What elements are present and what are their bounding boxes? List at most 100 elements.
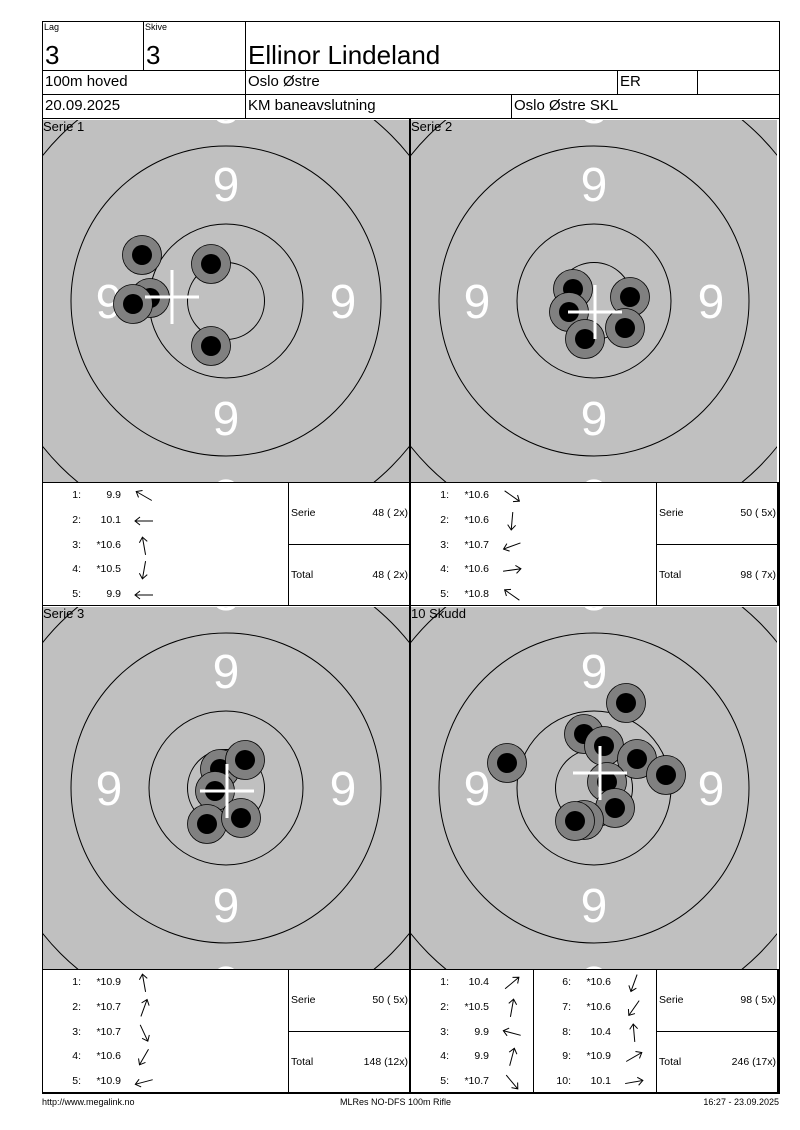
ring-label-9: 9 [698, 763, 725, 816]
class: 100m hoved [45, 73, 128, 90]
shot-score: *10.6 [586, 976, 611, 988]
shot-number: 4: [72, 1050, 81, 1063]
lag-value: 3 [45, 40, 60, 70]
shot-number: 4: [440, 563, 449, 576]
shot-number: 6: [562, 976, 571, 988]
total-summary-label: Total [659, 1056, 682, 1068]
ring-9 [438, 632, 750, 944]
shot-number: 2: [72, 513, 81, 526]
ring-label-8: 8 [581, 120, 608, 134]
shot-hole [187, 804, 227, 844]
total-summary-label: Total [291, 569, 314, 581]
code-cell: ER [617, 70, 698, 95]
lag-label: Lag [44, 22, 60, 32]
ring-label-9: 9 [213, 646, 240, 699]
direction-arrow-icon [508, 998, 518, 1017]
date-cell: 20.09.2025 [42, 94, 246, 119]
target-face: 999988 [43, 607, 409, 969]
serie-summary-label: Serie [659, 994, 684, 1006]
shot-number: 2: [440, 513, 449, 526]
group-center-crosshair [145, 270, 199, 324]
shot-score: *10.6 [586, 1000, 611, 1013]
ring-label-8: 8 [213, 471, 240, 482]
target-panel: 999988Serie 1 [43, 120, 409, 482]
target-panel: 99998810 Skudd [411, 607, 777, 969]
shot-hole [646, 755, 686, 795]
shot-row: 4:*10.6 [44, 1049, 166, 1066]
ring-label-9: 9 [698, 276, 725, 329]
shot-number: 3: [72, 538, 81, 551]
shot-number: 1: [72, 976, 81, 988]
shot-number: 3: [440, 1025, 449, 1038]
ring-label-8: 8 [581, 471, 608, 482]
shot-number: 5: [440, 1075, 449, 1087]
shot-hole [595, 788, 635, 828]
shot-row: 4:*10.5 [44, 561, 166, 580]
shot-row: 5:*10.7 [412, 1074, 534, 1090]
direction-arrow-icon [140, 998, 150, 1017]
serie-summary-label: Serie [291, 994, 316, 1006]
direction-arrow-icon [504, 490, 521, 503]
ring-label-9: 9 [96, 763, 123, 816]
direction-arrow-icon [134, 516, 153, 526]
shot-number: 2: [72, 1000, 81, 1013]
panel-title: 10 Skudd [411, 607, 466, 621]
panel-title: Serie 1 [43, 120, 85, 134]
ring-label-8: 8 [581, 958, 608, 969]
lag-cell: Lag 3 [42, 21, 144, 71]
direction-arrow-icon [625, 1051, 643, 1063]
shot-score: 10.1 [100, 513, 121, 526]
footer-link[interactable]: http://www.megalink.no [42, 1097, 135, 1107]
skive-cell: Skive 3 [143, 21, 246, 71]
shot-hole [606, 683, 646, 723]
direction-arrow-icon [625, 1076, 644, 1086]
shooter-name-cell: Ellinor Lindeland [245, 21, 780, 71]
ring-label-9: 9 [581, 159, 608, 212]
shot-hole [221, 798, 261, 838]
ring-label-8: 8 [213, 120, 240, 134]
shot-number: 2: [440, 1000, 449, 1013]
direction-arrow-icon [628, 974, 638, 993]
ring-label-9: 9 [581, 393, 608, 446]
divider [409, 118, 411, 1094]
event: KM baneavslutning [248, 97, 376, 114]
skive-value: 3 [146, 40, 161, 70]
class-cell: 100m hoved [42, 70, 246, 95]
serie-summary-value: 98 ( 5x) [740, 994, 776, 1006]
direction-arrow-icon [507, 511, 516, 531]
direction-arrow-icon [134, 1078, 153, 1088]
shot-row: 1:*10.6 [412, 489, 534, 503]
shot-row: 4:9.9 [412, 1047, 534, 1067]
shot-score: *10.7 [464, 538, 489, 551]
shot-hole [113, 284, 153, 324]
shot-score: *10.8 [464, 588, 489, 600]
target-panel: 999988Serie 3 [43, 607, 409, 969]
shot-row: 2:*10.7 [44, 998, 166, 1017]
serie-summary: Serie 98 ( 5x) [656, 969, 779, 1032]
total-summary-label: Total [659, 569, 682, 581]
shot-score: 9.9 [474, 1050, 489, 1063]
ring-9 [70, 145, 382, 457]
shot-score: 10.1 [590, 1075, 611, 1087]
shot-hole [610, 277, 650, 317]
shot-score: *10.9 [96, 976, 121, 988]
results-frame [42, 118, 780, 1094]
ring-10 [516, 223, 672, 379]
organizer: Oslo Østre SKL [514, 97, 619, 114]
target-face: 999988 [43, 120, 409, 482]
ring-label-9: 9 [330, 276, 357, 329]
shot-score: 10.4 [590, 1025, 611, 1038]
direction-arrow-icon [135, 490, 153, 501]
shot-score: *10.9 [586, 1050, 611, 1063]
shot-hole [191, 244, 231, 284]
direction-arrow-icon [629, 1022, 638, 1042]
direction-arrow-icon [508, 1047, 518, 1067]
shot-number: 9: [562, 1050, 571, 1063]
direction-arrow-icon [138, 561, 148, 580]
